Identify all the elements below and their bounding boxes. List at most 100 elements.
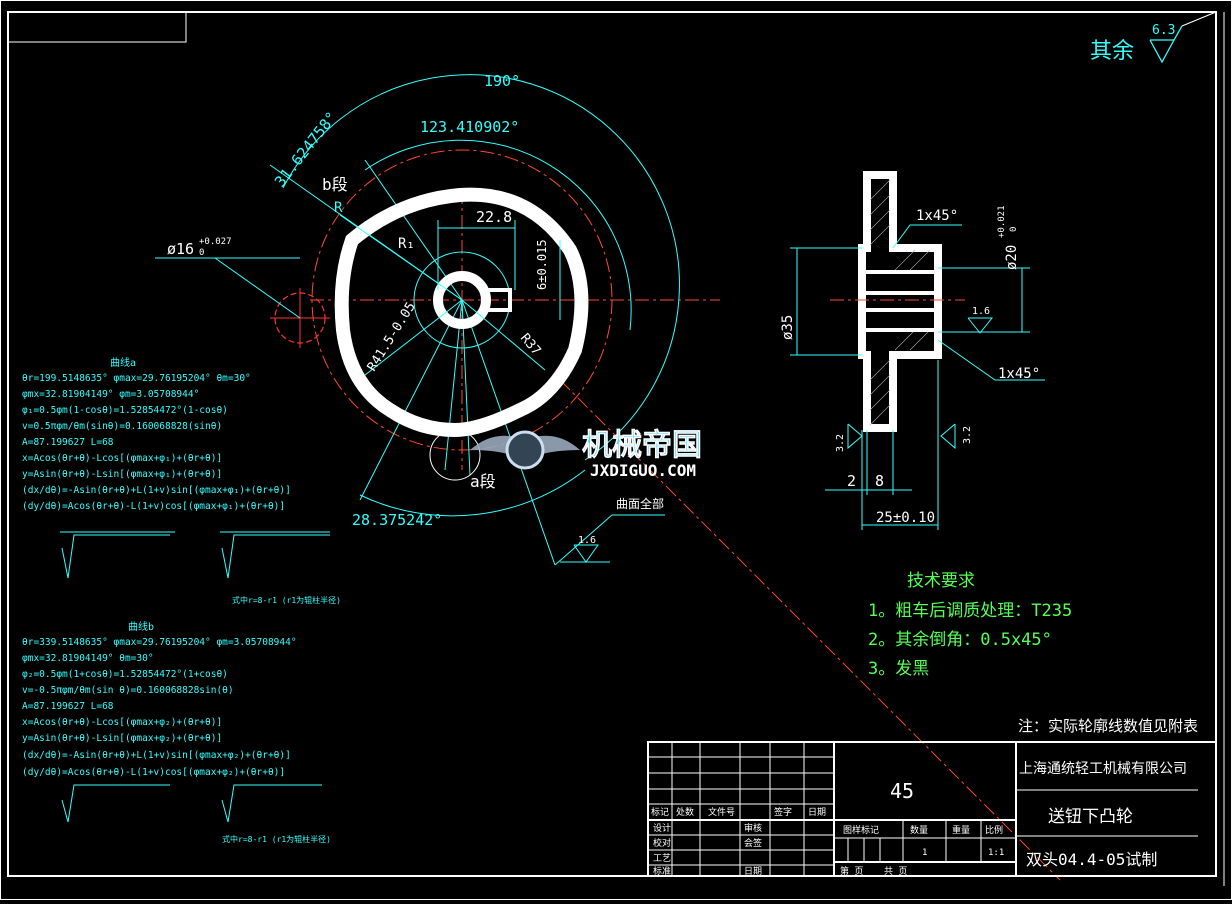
corner-label: 其余 (1090, 39, 1134, 64)
tech-item: 2。其余倒角：0.5x45° (868, 630, 1052, 650)
formula-b-line: (dx/dθ)=-Asin(θr+θ)+L(1+v)sin[(φmax+φ₂)+… (22, 750, 291, 761)
formula-a-line: (dx/dθ)=-Asin(θr+θ)+L(1+v)sin[(φmax+φ₁)+… (22, 485, 291, 496)
rough16-symbol (967, 317, 994, 334)
formula-a-line: (dy/dθ)=Acos(θr+θ)-L(1+v)cos[(φmax+φ₁)+(… (22, 501, 285, 512)
formula-b-line: φmx=32.81904149° θm=30° (22, 653, 154, 664)
chamfer-top-label: 1x45° (916, 208, 958, 224)
watermark-en: JXDIGUO.COM (590, 461, 696, 480)
dia20-label: ø20 (1004, 245, 1020, 270)
formula-a-line: x=Acos(θr+θ)-Lcos[(φmax+φ₁)+(θr+θ)] (22, 453, 222, 464)
chamfer-bottom-label: 1x45° (998, 366, 1040, 382)
tb-label-sign: 签字 (774, 806, 792, 818)
company-name: 上海通统轻工机械有限公司 (1019, 761, 1187, 777)
tb-label-scale: 比例 (985, 824, 1003, 836)
formula-a-line: A=87.199627 L=68 (22, 437, 114, 448)
formula-a-line: φ₁=0.5φm(1-cosθ)=1.52854472°(1-cosθ) (22, 405, 228, 416)
tb-scale-value: 1:1 (988, 848, 1004, 858)
gear-icon (505, 430, 545, 470)
title-block-frame (647, 741, 1217, 877)
formula-block-a: 曲线a θr=199.5148635° φmax=29.76195204° θm… (22, 356, 341, 605)
chamfer-top-leader (892, 224, 962, 249)
surface-note-leader (554, 514, 665, 566)
tb-label-sheets: 第 页 (840, 865, 863, 877)
dia16-leader-2 (214, 257, 301, 319)
tb-label-total: 共 页 (884, 866, 907, 877)
corner-diag (1181, 11, 1217, 27)
dim-6-label: 6±0.015 (535, 239, 549, 290)
R1-label: R₁ (398, 236, 415, 252)
inner-frame (7, 11, 1217, 877)
formula-b-sqrt-1 (61, 784, 170, 823)
dia20-tol0-label: 0 (1009, 227, 1019, 232)
surface-rough-label: 1.6 (578, 535, 596, 546)
formula-b-line: (dy/dθ)=Acos(θr+θ)-L(1+v)cos[(φmax+φ₂)+(… (22, 767, 285, 778)
diag-center-line (559, 379, 1061, 881)
tb-label-standard: 标准 (653, 865, 671, 877)
keyway (484, 288, 512, 312)
tb-label-mark: 标记 (651, 806, 669, 818)
drawing-number: 双头04.4-05试制 (1026, 850, 1157, 869)
tech-note: 注：实际轮廓线数值见附表 (1018, 717, 1198, 735)
formula-b-line: x=Acos(θr+θ)-Lcos[(φmax+φ₂)+(θr+θ)] (22, 717, 222, 728)
watermark-logo: 机械帝国 JXDIGUO.COM (470, 428, 702, 480)
R41-leader (364, 299, 463, 376)
tb-label-stage-mark: 图样标记 (843, 824, 879, 836)
formula-block-b: 曲线b θr=339.5148635° φmax=29.76195204° φm… (22, 620, 331, 844)
R-label: R (334, 200, 343, 216)
dia20-tol-label: +0.021 (997, 205, 1007, 238)
hatch-pattern (869, 179, 931, 426)
material-value: 45 (890, 779, 914, 803)
side-view: 1x45° 1x45° ø35 ø20 +0.021 0 1.6 3.2 3.2… (780, 171, 1045, 530)
angle-28-label: 28.375242° (352, 511, 442, 529)
formula-b-line: v=-0.5πφm/θm(sin θ)=0.160068828sin(θ) (22, 685, 234, 696)
angle-123-label: 123.410902° (420, 118, 519, 136)
formula-b-line: y=Asin(θr+θ)-Lsin[(φmax+φ₂)+(θr+θ)] (22, 733, 222, 744)
arc-190 (282, 74, 680, 461)
dia16-tol0-label: 0 (199, 248, 204, 258)
b-seg-label: b段 (322, 175, 348, 194)
pitch-circle (311, 149, 613, 451)
dim-25-label: 25±0.10 (876, 510, 935, 526)
ext-line-4 (461, 299, 556, 566)
formula-a-line: v=0.5πφm/θm(sinθ)=0.160068828(sinθ) (22, 421, 222, 432)
dim-8-label: 8 (875, 472, 884, 490)
formula-a-line: θr=199.5148635° φmax=29.76195204° θm=30° (22, 373, 251, 384)
top-left-box (7, 11, 187, 43)
cam-profile (334, 187, 589, 438)
dia35-label: ø35 (780, 315, 796, 340)
formula-b-line: A=87.199627 L=68 (22, 701, 114, 712)
formula-a-line: φmx=32.81904149° φm=3.05708944° (22, 389, 199, 400)
tb-label-date: 日期 (808, 807, 826, 818)
surface-note-label: 曲面全部 (616, 496, 664, 511)
title-block (647, 741, 1217, 877)
corner-roughness-value: 6.3 (1152, 23, 1175, 38)
tb-qty-value: 1 (922, 848, 927, 858)
arc-28 (359, 469, 586, 517)
tech-item: 1。粗车后调质处理：T235 (868, 601, 1072, 621)
part-name: 送钮下凸轮 (1048, 807, 1133, 827)
formula-b-note: 式中r=8-r1 (r1为辊柱半径) (222, 834, 331, 844)
R-leader (339, 214, 463, 301)
rough32-left-label: 3.2 (835, 434, 846, 452)
tech-title: 技术要求 (907, 571, 975, 591)
rough16-label: 1.6 (972, 306, 990, 317)
formula-a-note: 式中r=8-r1 (r1为辊柱半径) (232, 595, 341, 605)
chamfer-bottom-leader (937, 339, 1045, 381)
ext-line-3 (359, 299, 463, 501)
dim-2-label: 2 (847, 472, 856, 490)
tb-label-weight: 重量 (952, 824, 970, 836)
R37-leader (461, 299, 546, 371)
formula-a-title: 曲线a (110, 356, 136, 369)
rough32-left-symbol (847, 423, 863, 450)
dim-R37-label: R37 (517, 331, 544, 359)
title-block-text: 45 上海通统轻工机械有限公司 送钮下凸轮 双头04.4-05试制 标记 处数 … (651, 761, 1187, 877)
tb-label-check: 校对 (653, 837, 671, 849)
watermark-cn: 机械帝国 (582, 428, 702, 463)
angle-190-label: 190° (484, 72, 520, 90)
formula-b-title: 曲线b (128, 620, 154, 633)
roughness-symbol (1149, 25, 1183, 64)
a-seg-label: a段 (470, 472, 496, 491)
tb-label-design: 设计 (653, 822, 671, 834)
